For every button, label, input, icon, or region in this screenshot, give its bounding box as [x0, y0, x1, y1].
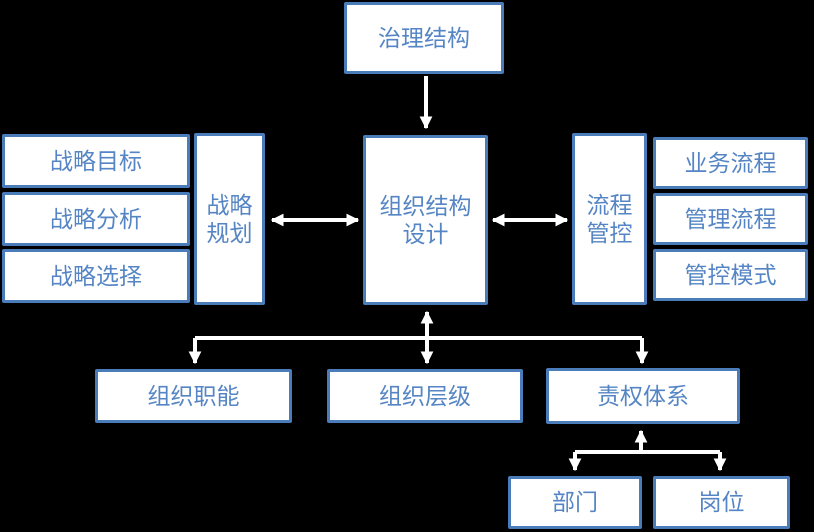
- node-business-process: 业务流程: [653, 137, 808, 189]
- node-management-process: 管理流程: [653, 193, 808, 245]
- node-position: 岗位: [653, 476, 790, 529]
- node-duty-system: 责权体系: [546, 368, 740, 424]
- node-strategy-analysis: 战略分析: [2, 192, 190, 246]
- node-strategy-goal: 战略目标: [2, 134, 190, 188]
- node-org-functions: 组织职能: [95, 369, 292, 423]
- node-org-structure-design: 组织结构 设计: [363, 135, 488, 305]
- node-strategy-planning: 战略 规划: [194, 133, 265, 305]
- node-governance-structure: 治理结构: [344, 2, 504, 74]
- node-strategy-choice: 战略选择: [2, 249, 190, 303]
- node-control-mode: 管控模式: [653, 249, 808, 301]
- node-department: 部门: [508, 476, 642, 529]
- node-process-control: 流程 管控: [572, 133, 647, 305]
- node-org-levels: 组织层级: [327, 369, 523, 423]
